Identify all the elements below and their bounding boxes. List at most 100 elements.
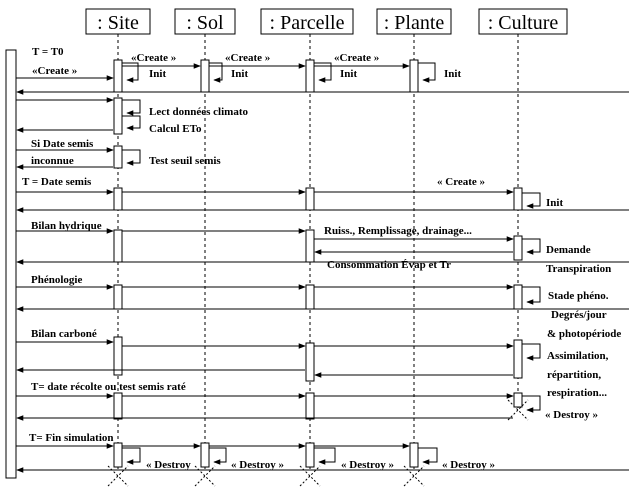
arrow-destroy-parcelle-self	[314, 447, 336, 465]
parcelle-activation-6	[305, 392, 315, 420]
parcelle-activation-7	[305, 442, 315, 468]
label-stade-2: Degrés/jour	[551, 309, 607, 321]
destroy-cross-site	[107, 465, 129, 487]
parcelle-activation-5	[305, 342, 315, 382]
label-si-date-1: Si Date semis	[31, 138, 94, 150]
plante-header-label: : Plante	[384, 12, 445, 34]
label-ruiss: Ruiss., Remplissage, drainage...	[324, 225, 472, 237]
label-destroy-site: « Destroy	[146, 459, 191, 471]
label-test-seuil: Test seuil semis	[149, 155, 221, 167]
site-activation-5	[113, 229, 123, 263]
plante-activation-2	[409, 442, 419, 468]
label-create-site-sol: «Create »	[131, 52, 176, 64]
label-t-recolte: T= date récolte ou test semis raté	[31, 381, 186, 393]
site-activation-9	[113, 442, 123, 468]
label-create-sol-parcelle: «Create »	[225, 52, 270, 64]
arrow-destroy-plante-self	[418, 447, 438, 465]
culture-activation-2	[513, 235, 523, 261]
sol-activation-1	[200, 59, 210, 93]
label-si-date-2: inconnue	[31, 155, 74, 167]
culture-activation-3	[513, 284, 523, 310]
message-arrows	[16, 62, 629, 473]
label-bilan-carbone: Bilan carboné	[31, 328, 97, 340]
object-headers: : Site : Sol : Parcelle : Plante : Cultu…	[85, 8, 568, 35]
sol-header-label: : Sol	[186, 12, 224, 34]
site-activation-2	[113, 97, 123, 135]
arrow-init-culture	[522, 192, 541, 209]
site-activation-4	[113, 187, 123, 211]
site-activation-6	[113, 284, 123, 310]
destroy-cross-culture	[507, 399, 529, 421]
actor-activation-bar	[5, 49, 17, 479]
label-create-parcelle-plante: «Create »	[334, 52, 379, 64]
site-activation-1	[113, 59, 123, 93]
arrow-stade-self	[522, 286, 541, 305]
label-t-date-semis: T = Date semis	[22, 176, 92, 188]
label-t0: T = T0	[32, 46, 64, 58]
parcelle-activation-1	[305, 59, 315, 93]
label-init-culture: Init	[546, 197, 563, 209]
label-create-main: «Create »	[32, 65, 77, 77]
site-header-label: : Site	[97, 12, 139, 34]
arrow-init-site	[122, 62, 139, 83]
label-destroy-sol: « Destroy »	[231, 459, 284, 471]
parcelle-activation-2	[305, 187, 315, 211]
parcelle-header-box	[260, 8, 354, 35]
label-assim-3: respiration...	[547, 387, 607, 399]
arrow-demande-self	[522, 238, 541, 255]
destroy-cross-parcelle	[299, 465, 321, 487]
arrow-init-parcelle	[314, 62, 332, 83]
culture-activation-1	[513, 187, 523, 211]
label-calcul: Calcul ETo	[149, 123, 202, 135]
label-t-fin: T= Fin simulation	[29, 432, 114, 444]
parcelle-header-label: : Parcelle	[270, 12, 345, 34]
site-activation-3	[113, 145, 123, 169]
parcelle-activation-4	[305, 284, 315, 310]
label-stade-3: & photopériode	[547, 328, 621, 340]
label-demande-2: Transpiration	[546, 263, 611, 275]
arrow-lect-self	[122, 99, 141, 116]
message-labels: T = T0 «Create » «Create » «Create » «Cr…	[22, 46, 621, 471]
destroy-cross-sol	[194, 465, 216, 487]
arrow-test-seuil	[122, 149, 141, 166]
site-activation-8	[113, 392, 123, 420]
activation-boxes	[113, 59, 523, 468]
label-destroy-parcelle: « Destroy »	[341, 459, 394, 471]
parcelle-activation-3	[305, 229, 315, 263]
arrow-destroy-sol-self	[209, 447, 227, 465]
label-destroy-culture: « Destroy »	[545, 409, 598, 421]
label-destroy-plante: « Destroy »	[442, 459, 495, 471]
culture-header-box	[478, 8, 568, 35]
label-lect: Lect données climato	[149, 106, 248, 118]
site-activation-7	[113, 336, 123, 376]
label-assim-2: répartition,	[547, 369, 601, 381]
plante-activation-1	[409, 59, 419, 93]
arrow-init-plante	[418, 62, 436, 83]
label-init-plante: Init	[444, 68, 461, 80]
site-header-box	[85, 8, 151, 35]
culture-activation-4	[513, 339, 523, 379]
label-phenologie: Phénologie	[31, 274, 82, 286]
label-bilan-hydrique: Bilan hydrique	[31, 220, 102, 232]
culture-activation-5	[513, 392, 523, 408]
label-init-sol: Init	[231, 68, 248, 80]
arrow-init-sol	[209, 62, 223, 83]
label-create-culture: « Create »	[437, 176, 485, 188]
label-demande-1: Demande	[546, 244, 591, 256]
culture-header-label: : Culture	[488, 12, 559, 34]
label-stade-1: Stade phéno.	[548, 290, 609, 302]
destroy-cross-plante	[403, 465, 425, 487]
arrow-assimilation-self	[522, 343, 541, 361]
label-init-parcelle: Init	[340, 68, 357, 80]
arrow-destroy-culture	[522, 395, 541, 413]
label-init-site: Init	[149, 68, 166, 80]
sol-header-box	[174, 8, 236, 35]
label-assim-1: Assimilation,	[547, 350, 609, 362]
arrow-destroy-site-self	[122, 447, 141, 465]
sol-activation-2	[200, 442, 210, 468]
plante-header-box	[376, 8, 452, 35]
arrow-calcul-self	[122, 115, 141, 131]
label-conso: Consommation Évap et Tr	[327, 259, 451, 271]
destroy-crosses	[107, 399, 529, 487]
